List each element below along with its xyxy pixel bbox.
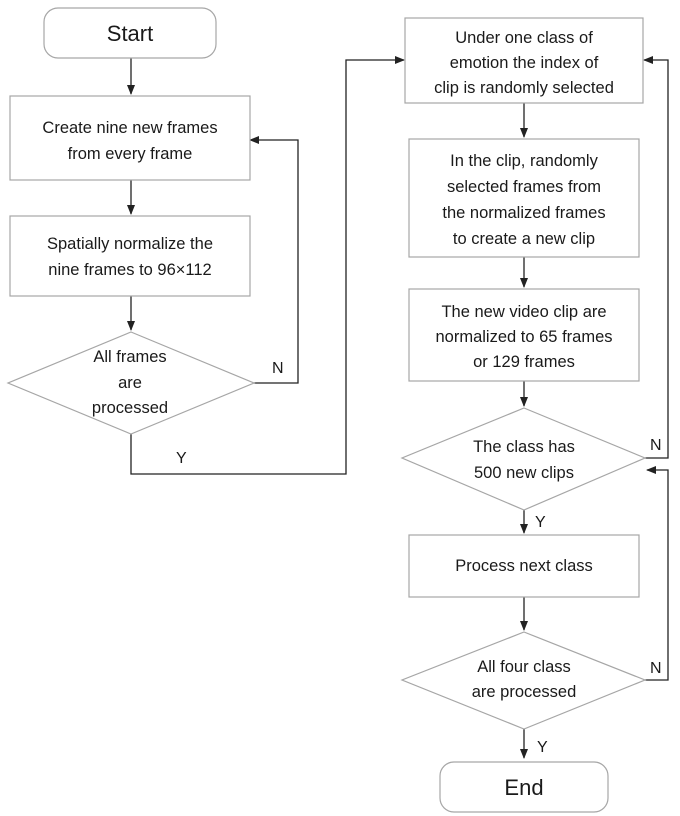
arrow-clips-no-loop [643,56,669,459]
connectors [127,56,669,759]
all-classes-line-2: are processed [472,683,577,701]
select-clip-node: Under one class of emotion the index of … [404,17,644,104]
new-clip-line-1: In the clip, randomly [450,152,598,170]
select-clip-line-3: clip is randomly selected [434,79,614,97]
all-classes-line-1: All four class [477,658,571,676]
normalize-line-2: nine frames to 96×112 [48,261,211,279]
frames-yes-label: Y [176,450,187,467]
create-frames-node: Create nine new frames from every frame [9,95,251,181]
new-clip-node: In the clip, randomly selected frames fr… [408,138,640,258]
normalize-node: Spatially normalize the nine frames to 9… [9,215,251,297]
normalize-line-1: Spatially normalize the [47,235,213,253]
frames-no-label: N [272,360,284,377]
all-frames-line-2: are [118,374,142,392]
select-clip-line-2: emotion the index of [450,54,599,72]
arrow-frames-yes-to-select [130,56,405,475]
normalize-clip-line-2: normalized to 65 frames [436,328,613,346]
all-frames-line-3: processed [92,399,168,417]
clips-yes-label: Y [535,514,546,531]
start-node: Start [43,7,217,59]
arrow-classes-no-loop [645,466,669,681]
end-node: End [439,761,609,813]
create-frames-line-2: from every frame [68,145,193,163]
class-has-line-1: The class has [473,438,575,456]
classes-yes-label: Y [537,739,548,756]
next-class-label: Process next class [455,557,593,575]
arrow-frames-no-loop [249,136,299,384]
normalize-clip-line-3: or 129 frames [473,353,575,371]
new-clip-line-2: selected frames from [447,178,601,196]
end-label: End [504,775,543,800]
new-clip-line-3: the normalized frames [442,204,605,222]
clips-no-label: N [650,437,662,454]
new-clip-line-4: to create a new clip [453,230,595,248]
all-frames-decision: All frames are processed [6,331,256,435]
class-has-decision: The class has 500 new clips [400,407,647,511]
next-class-node: Process next class [408,534,640,598]
normalize-clip-node: The new video clip are normalized to 65 … [408,288,640,382]
class-has-line-2: 500 new clips [474,464,574,482]
start-label: Start [107,21,153,46]
select-clip-line-1: Under one class of [455,29,593,47]
create-frames-line-1: Create nine new frames [42,119,217,137]
all-classes-decision: All four class are processed [400,631,647,730]
classes-no-label: N [650,660,662,677]
normalize-clip-line-1: The new video clip are [441,303,606,321]
all-frames-line-1: All frames [93,348,166,366]
